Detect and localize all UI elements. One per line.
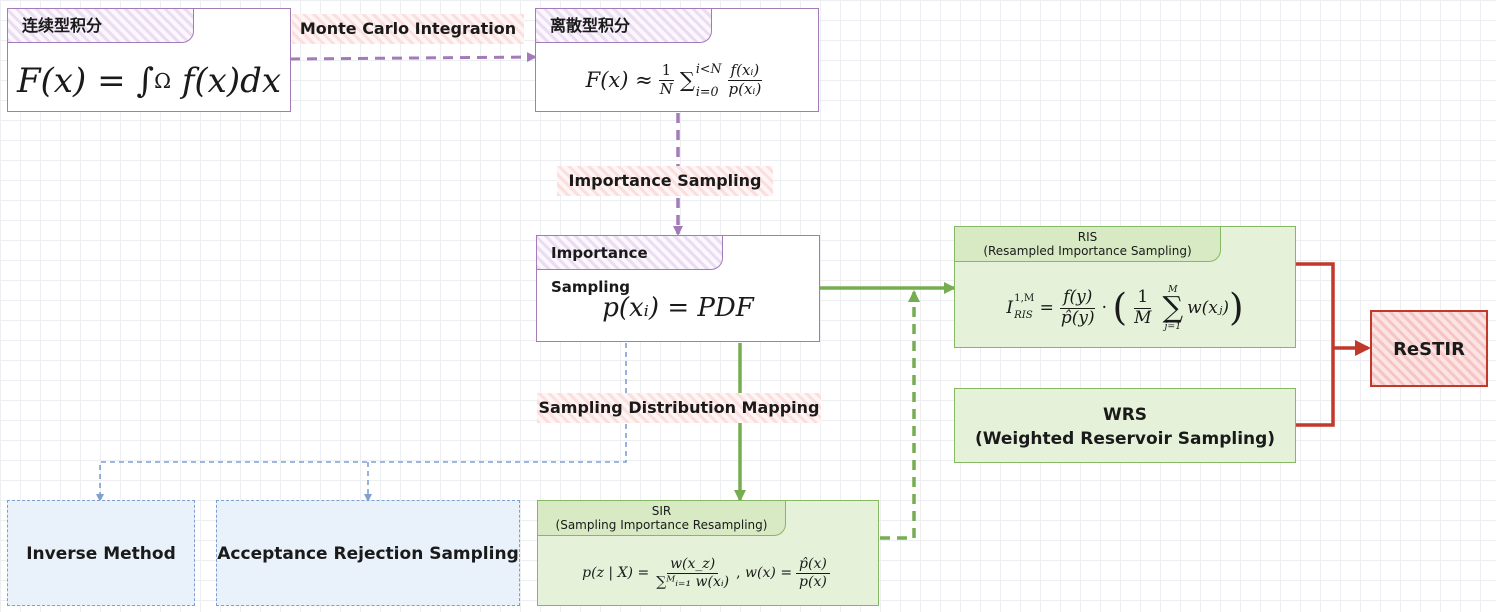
edge-continuous-to-discrete [289,52,537,63]
importance-sampling-formula: p(xᵢ) = PDF [602,293,754,323]
discrete-integral-title: 离散型积分 [536,9,712,43]
edge-label-importance-sampling: Importance Sampling [557,166,773,196]
wrs-box[interactable]: WRS (Weighted Reservoir Sampling) [954,388,1296,463]
wrs-label: WRS (Weighted Reservoir Sampling) [974,405,1276,449]
importance-sampling-title: Importance Sampling [537,236,723,296]
inverse-method-box[interactable]: Inverse Method [7,500,195,606]
ris-title: RIS (Resampled Importance Sampling) [955,227,1221,262]
edge-sir-to-ris [880,290,920,540]
continuous-integral-formula: F(x) = ∫Ω f(x)dx [16,61,282,101]
acceptance-rejection-box[interactable]: Acceptance Rejection Sampling [216,500,520,606]
edge-label-sampling-distribution: Sampling Distribution Mapping [537,393,821,423]
sir-title: SIR (Sampling Importance Resampling) [538,501,786,536]
restir-label: ReSTIR [1393,339,1465,360]
importance-sampling-box[interactable]: Importance Sampling p(xᵢ) = PDF [536,235,820,342]
inverse-method-label: Inverse Method [26,544,176,564]
continuous-integral-box[interactable]: 连续型积分 F(x) = ∫Ω f(x)dx [7,8,291,112]
sir-box[interactable]: SIR (Sampling Importance Resampling) p(z… [537,500,879,606]
continuous-integral-title: 连续型积分 [8,9,194,43]
sir-formula: p(z | X) = w(x_z)∑ᴹᵢ₌₁ w(xᵢ), w(x) = p̂(… [538,541,878,605]
acceptance-rejection-label: Acceptance Rejection Sampling [217,544,519,564]
edge-importance-to-inverse-and-acceptance [96,343,627,502]
edge-label-monte-carlo: Monte Carlo Integration [292,14,524,44]
restir-box[interactable]: ReSTIR [1370,310,1488,387]
edge-ris-wrs-to-restir [1296,262,1368,427]
